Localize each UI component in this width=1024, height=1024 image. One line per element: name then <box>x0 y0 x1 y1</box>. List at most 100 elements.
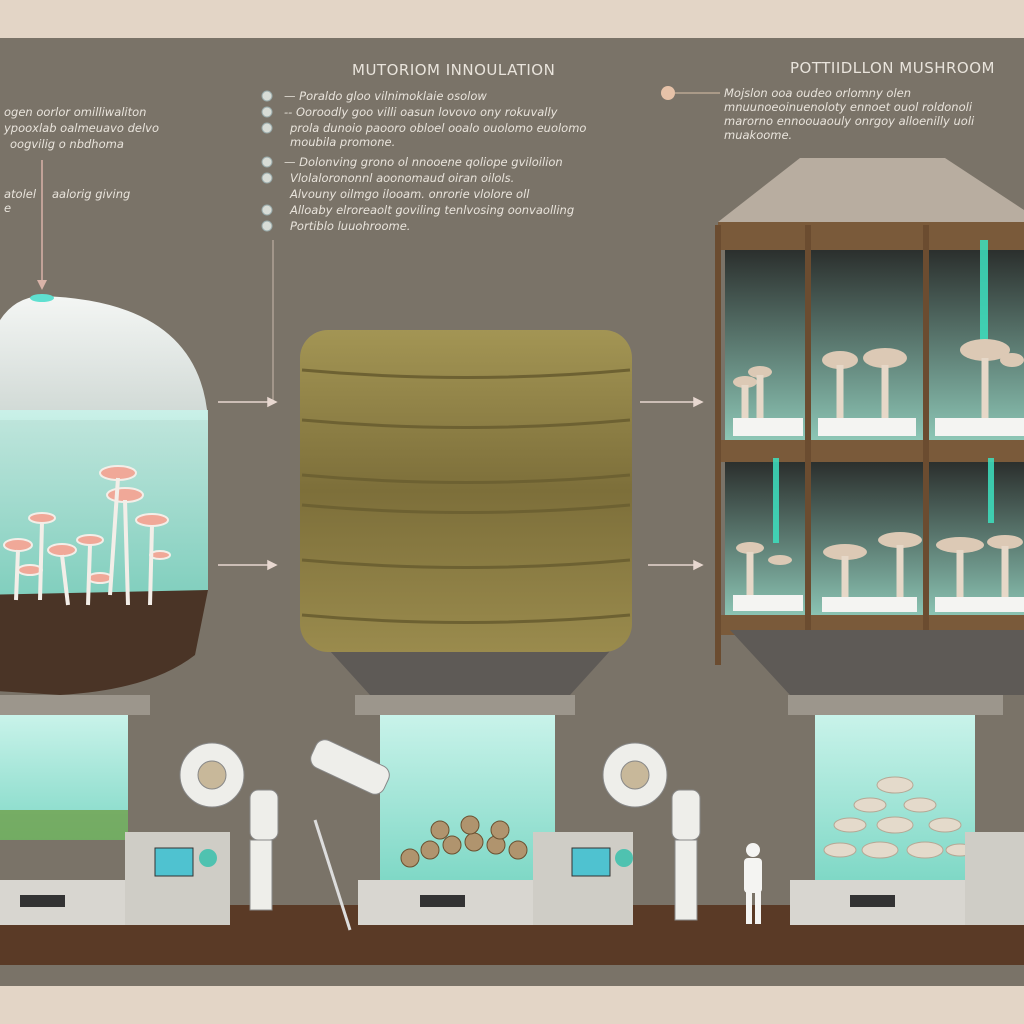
illustration-shape <box>99 465 137 481</box>
illustration-shape <box>301 368 631 379</box>
illustration-shape <box>853 797 887 813</box>
illustration-shape <box>935 597 1024 612</box>
illustration-shape <box>87 572 113 584</box>
illustration-shape <box>987 535 1023 549</box>
label-text: Vlolalorononnl aoonomaud oiran oilols. <box>290 171 514 185</box>
illustration-shape <box>730 630 1024 695</box>
display-screen <box>154 847 194 877</box>
illustration-shape <box>533 832 633 925</box>
illustration-shape <box>718 158 1024 225</box>
label-text: ogen oorlor omilliwaliton <box>4 105 146 119</box>
illustration-shape <box>261 90 273 102</box>
illustration-shape <box>249 789 279 841</box>
illustration-shape <box>876 816 914 834</box>
illustration-shape <box>878 532 922 548</box>
illustration-shape <box>906 841 944 859</box>
illustration-shape <box>960 339 1010 361</box>
illustration-shape <box>788 695 1003 715</box>
illustration-shape <box>822 597 917 612</box>
illustration-shape <box>17 564 43 576</box>
label-text: mnuunoeoinuenoloty ennoet ouol roldonoli <box>724 100 973 114</box>
illustration-shape <box>936 537 984 553</box>
illustration-shape <box>744 858 762 893</box>
illustration-shape <box>861 841 899 859</box>
illustration-shape <box>20 895 65 907</box>
label-text: aalorig giving <box>52 187 130 201</box>
label-text: Mojslon ooa oudeo orlomny olen <box>724 86 911 100</box>
illustration-shape <box>980 240 988 340</box>
illustration-shape <box>301 613 631 624</box>
illustration-shape <box>60 554 70 606</box>
illustration-shape <box>30 294 54 302</box>
illustration-shape <box>674 839 698 921</box>
grow-light-beams <box>773 240 994 543</box>
illustration-shape <box>261 172 273 184</box>
illustration-shape <box>261 204 273 216</box>
label-text: oogvilig o nbdhoma <box>10 137 124 151</box>
portobello-mushrooms <box>733 339 1024 565</box>
illustration-shape <box>733 418 803 436</box>
illustration-shape <box>965 832 1024 925</box>
illustration-shape <box>320 640 620 695</box>
illustration-shape <box>148 524 154 606</box>
illustration-shape <box>746 892 752 924</box>
illustration-shape <box>490 820 510 840</box>
illustration-shape <box>736 542 764 554</box>
illustration-shape <box>718 440 1024 462</box>
fruiting-chamber <box>715 158 1024 715</box>
illustration-shape <box>805 225 811 660</box>
illustration-shape <box>823 544 867 560</box>
illustration-shape <box>923 225 929 635</box>
illustration-shape <box>442 835 462 855</box>
label-text: muakoome. <box>724 128 792 142</box>
illustration-shape <box>876 776 914 794</box>
shelf-trays <box>733 418 1024 612</box>
nutrient-tanks <box>0 715 975 880</box>
technician-figure <box>744 843 762 924</box>
display-screen <box>571 847 611 877</box>
illustration-shape <box>935 418 1024 436</box>
label-text: — Dolonving grono ol nnooene qoliope gvi… <box>284 155 563 169</box>
illustration-shape <box>301 368 631 624</box>
label-text: Alloaby elroreaolt goviling tenlvosing o… <box>289 203 574 217</box>
substrate-column <box>300 330 632 715</box>
label-text: Portiblo luuohroome. <box>290 219 410 233</box>
illustration-shape <box>833 817 867 833</box>
illustration-shape <box>123 499 130 606</box>
label-text: atolel <box>4 187 37 201</box>
illustration-shape <box>460 815 480 835</box>
illustration-shape <box>108 477 120 596</box>
illustration-shape <box>197 760 227 790</box>
flow-arrows <box>218 396 704 571</box>
robotic-arms <box>179 739 701 931</box>
mushroom-stems <box>14 477 154 606</box>
illustration-shape <box>818 418 916 436</box>
label-text: -- Ooroodly goo villi oasun lovovo ony r… <box>284 105 558 119</box>
marker-icon <box>661 86 675 100</box>
illustration-shape <box>300 330 632 652</box>
illustration-shape <box>249 839 273 911</box>
illustration-shape <box>125 832 230 925</box>
illustration-shape <box>464 832 484 852</box>
illustration-shape <box>715 225 721 665</box>
harvested-slices <box>400 815 528 868</box>
illustration-shape <box>38 521 44 601</box>
label-text: prola dunoio paooro obloel ooalo ouolomo… <box>289 121 586 135</box>
illustration-shape <box>615 849 633 867</box>
illustration-shape <box>261 106 273 118</box>
illustration-shape <box>135 513 169 527</box>
left-description: ogen oorlor omilliwaliton ypooxlab oalme… <box>3 105 159 215</box>
grass-sprouts <box>0 810 128 840</box>
arrow-down-icon <box>37 280 47 290</box>
illustration-shape <box>773 458 779 543</box>
label-text: marorno ennoouaouly onrgoy alloenilly uo… <box>724 114 975 128</box>
illustration-shape <box>928 817 962 833</box>
illustration-shape <box>267 559 278 571</box>
illustration-shape <box>715 225 929 665</box>
illustration-shape <box>0 590 208 695</box>
illustration-shape <box>261 220 273 232</box>
illustration-shape <box>420 895 465 907</box>
bullet-icons <box>261 90 273 232</box>
right-title: POTTIIDLLON MUSHROOM <box>790 59 995 77</box>
